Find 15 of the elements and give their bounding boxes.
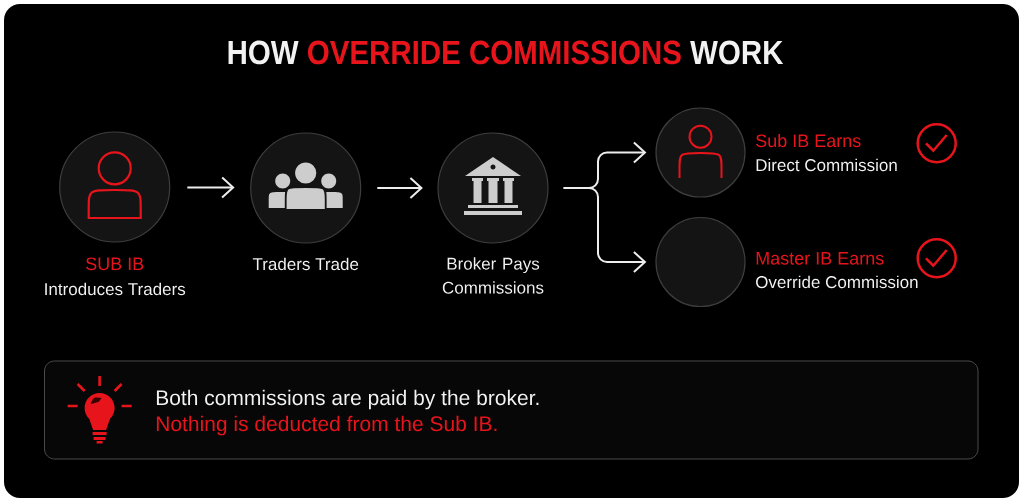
step-caption: Traders Trade	[252, 257, 359, 271]
step-title: SUB IB	[86, 257, 144, 271]
arrow	[562, 187, 647, 273]
arrow	[186, 176, 235, 199]
step-title: Sub IB Earns	[756, 133, 861, 148]
step-caption: Introduces Traders	[45, 282, 186, 296]
title: HOW OVERRIDE COMMISSIONS WORK	[228, 40, 784, 65]
note-box	[44, 360, 979, 460]
step-caption: Broker Pays Commissions	[442, 257, 544, 294]
note-text: Nothing is deducted from the Sub IB.	[156, 415, 497, 436]
step-caption: Override Commission	[756, 275, 918, 289]
arrow	[376, 177, 423, 199]
note-text: Both commissions are paid by the broker.	[156, 389, 539, 410]
step-title: Master IB Earns	[756, 252, 884, 265]
step-caption: Direct Commission	[756, 158, 897, 172]
